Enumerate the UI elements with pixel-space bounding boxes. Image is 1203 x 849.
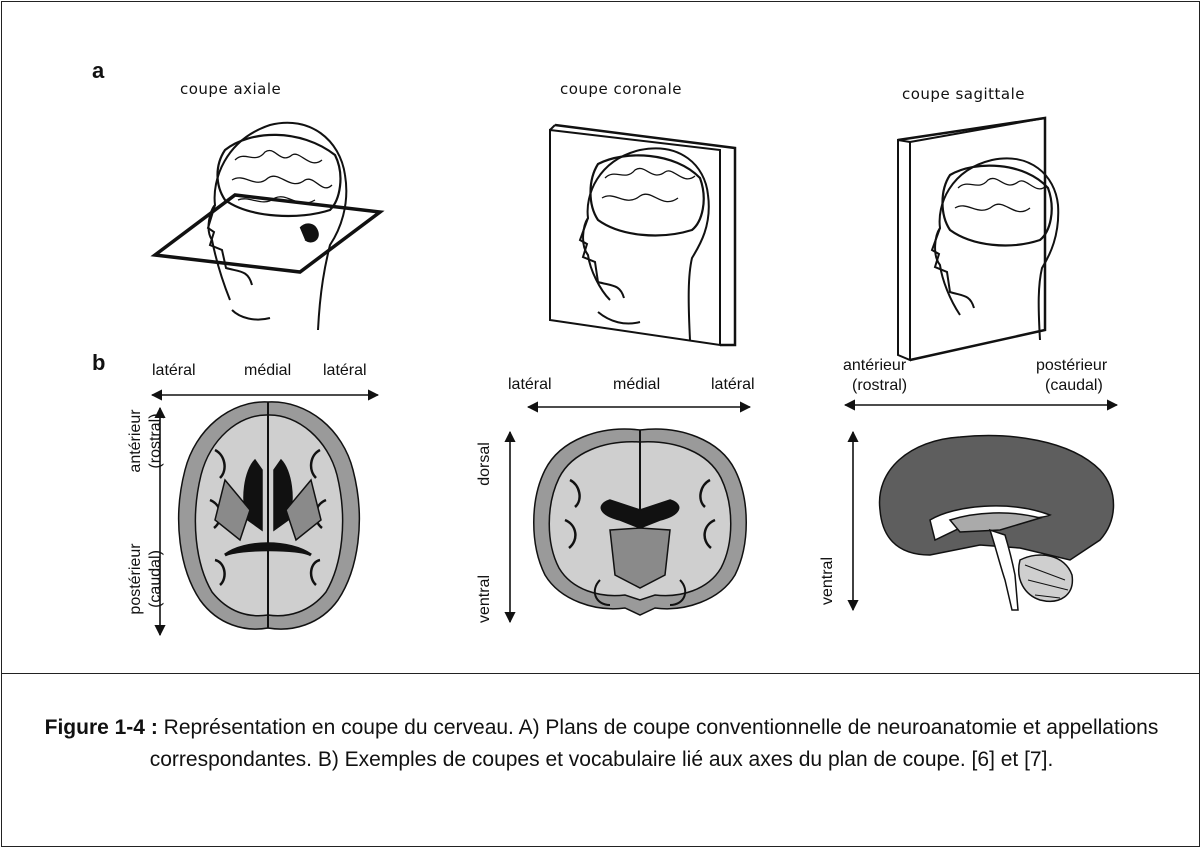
- coronal-brain-section: [534, 429, 747, 615]
- sagittal-caudal-label: (caudal): [1045, 377, 1103, 395]
- sagittal-anterior-label: antérieur: [843, 357, 906, 375]
- coronal-ventral-label: ventral: [476, 567, 494, 631]
- sagittal-posterior-label: postérieur: [1036, 357, 1107, 375]
- figure-caption: Figure 1-4 : Représentation en coupe du …: [20, 712, 1183, 776]
- axial-plane-title: coupe axiale: [180, 80, 281, 98]
- panel-a-letter: a: [92, 58, 104, 84]
- coronal-dorsal-label: dorsal: [476, 434, 494, 494]
- coronal-head-illustration: [550, 125, 735, 345]
- axial-rostral-label: (rostral): [147, 401, 165, 481]
- axial-lateral-right-label: latéral: [323, 362, 367, 380]
- figure-caption-text: Représentation en coupe du cerveau. A) P…: [150, 716, 1159, 771]
- axial-brain-section: [179, 402, 360, 629]
- sagittal-plane-title: coupe sagittale: [902, 85, 1025, 103]
- coronal-lateral-right-label: latéral: [711, 376, 755, 394]
- figure-caption-label: Figure 1-4 :: [45, 716, 158, 739]
- axial-anterior-label: antérieur: [127, 401, 145, 481]
- axial-lateral-left-label: latéral: [152, 362, 196, 380]
- sagittal-head-illustration: [898, 118, 1058, 360]
- sagittal-rostral-label: (rostral): [852, 377, 907, 395]
- coronal-lateral-left-label: latéral: [508, 376, 552, 394]
- panel-b-letter: b: [92, 350, 105, 376]
- sagittal-brain-section: [880, 436, 1114, 610]
- sagittal-ventral-label: ventral: [819, 549, 837, 613]
- axial-posterior-label: postérieur: [127, 539, 145, 619]
- axial-caudal-label: (caudal): [147, 539, 165, 619]
- coronal-plane-title: coupe coronale: [560, 80, 682, 98]
- axial-head-illustration: [155, 123, 380, 330]
- axial-medial-label: médial: [244, 362, 291, 380]
- coronal-medial-label: médial: [613, 376, 660, 394]
